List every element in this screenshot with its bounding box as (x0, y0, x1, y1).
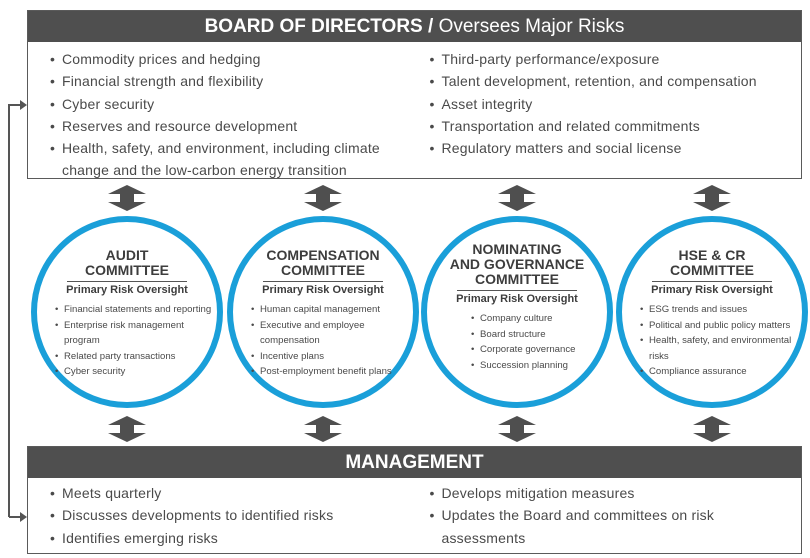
double-arrow-icon (304, 416, 342, 442)
list-item: Post-employment benefit plans (251, 364, 413, 380)
list-item: Incentive plans (251, 349, 413, 365)
list-item: Commodity prices and hedging (50, 48, 412, 71)
list-item: Cyber security (55, 364, 217, 380)
list-item: Health, safety, and environmental risks (640, 333, 802, 364)
list-item: Health, safety, and environment, includi… (50, 137, 412, 182)
double-arrow-icon (693, 416, 731, 442)
committee-items: Financial statements and reportingEnterp… (55, 302, 217, 380)
committee-subtitle: Primary Risk Oversight (651, 284, 773, 296)
list-item: Board structure (471, 327, 607, 343)
divider (457, 290, 577, 291)
management-duties-right: Develops mitigation measuresUpdates the … (412, 482, 792, 549)
list-item: Cyber security (50, 93, 412, 116)
list-item: Regulatory matters and social license (430, 137, 792, 160)
committee-subtitle: Primary Risk Oversight (456, 293, 578, 305)
board-of-directors-box: BOARD OF DIRECTORS / Oversees Major Risk… (27, 10, 802, 179)
committee-title: AUDIT COMMITTEE (85, 247, 169, 278)
committee-hse-cr: HSE & CR COMMITTEE Primary Risk Oversight… (616, 216, 808, 408)
committee-subtitle: Primary Risk Oversight (262, 284, 384, 296)
committee-title: NOMINATING AND GOVERNANCE COMMITTEE (449, 241, 585, 287)
list-item: Reserves and resource development (50, 115, 412, 138)
list-item: Succession planning (471, 358, 607, 374)
committee-items: Company cultureBoard structureCorporate … (471, 311, 607, 373)
management-header: MANAGEMENT (28, 447, 801, 478)
divider (67, 281, 187, 282)
list-item: Financial strength and flexibility (50, 70, 412, 93)
committee-items: ESG trends and issuesPolitical and publi… (640, 302, 802, 380)
list-item: Compliance assurance (640, 364, 802, 380)
double-arrow-icon (693, 185, 731, 211)
double-arrow-icon (108, 416, 146, 442)
divider (263, 281, 383, 282)
list-item: Discusses developments to identified ris… (50, 504, 412, 527)
list-item: Develops mitigation measures (430, 482, 792, 505)
double-arrow-icon (498, 416, 536, 442)
board-header: BOARD OF DIRECTORS / Oversees Major Risk… (28, 11, 801, 42)
list-item: Executive and employee compensation (251, 318, 413, 349)
list-item: ESG trends and issues (640, 302, 802, 318)
list-item: Identifies emerging risks (50, 527, 412, 550)
management-box: MANAGEMENT Meets quarterlyDiscusses deve… (27, 446, 802, 554)
committee-title: HSE & CR COMMITTEE (670, 247, 754, 278)
list-item: Corporate governance (471, 342, 607, 358)
board-title: BOARD OF DIRECTORS / (204, 16, 434, 37)
list-item: Third-party performance/exposure (430, 48, 792, 71)
board-risks-right: Third-party performance/exposureTalent d… (412, 48, 792, 182)
list-item: Updates the Board and committees on risk… (430, 504, 792, 549)
list-item: Financial statements and reporting (55, 302, 217, 318)
list-item: Talent development, retention, and compe… (430, 70, 792, 93)
feedback-loop-connector (8, 100, 27, 522)
management-title: MANAGEMENT (345, 452, 484, 473)
list-item: Human capital management (251, 302, 413, 318)
board-risks-left: Commodity prices and hedgingFinancial st… (50, 48, 412, 182)
double-arrow-icon (498, 185, 536, 211)
list-item: Related party transactions (55, 349, 217, 365)
list-item: Asset integrity (430, 93, 792, 116)
management-duties-left: Meets quarterlyDiscusses developments to… (50, 482, 412, 549)
committee-nominating-governance: NOMINATING AND GOVERNANCE COMMITTEE Prima… (421, 216, 613, 408)
list-item: Transportation and related commitments (430, 115, 792, 138)
committee-title: COMPENSATION COMMITTEE (266, 247, 380, 278)
committee-audit: AUDIT COMMITTEE Primary Risk OversightFin… (31, 216, 223, 408)
committee-subtitle: Primary Risk Oversight (66, 284, 188, 296)
list-item: Company culture (471, 311, 607, 327)
board-subtitle: Oversees Major Risks (433, 16, 625, 37)
committee-compensation: COMPENSATION COMMITTEE Primary Risk Overs… (227, 216, 419, 408)
list-item: Enterprise risk management program (55, 318, 217, 349)
double-arrow-icon (304, 185, 342, 211)
double-arrow-icon (108, 185, 146, 211)
divider (652, 281, 772, 282)
list-item: Meets quarterly (50, 482, 412, 505)
list-item: Political and public policy matters (640, 318, 802, 334)
committee-items: Human capital managementExecutive and em… (251, 302, 413, 380)
